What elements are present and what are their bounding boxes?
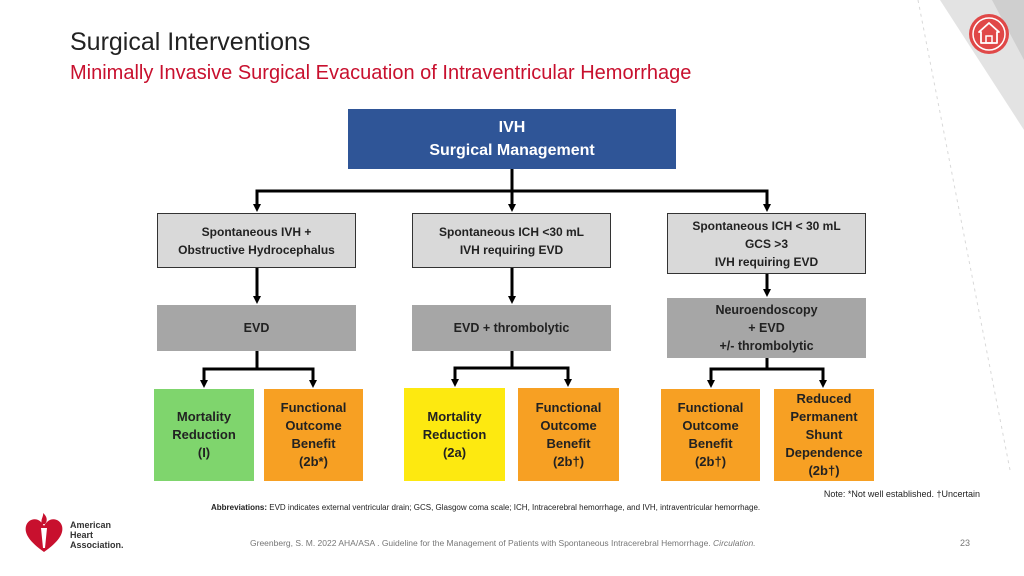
outcome-node: Reduced Permanent Shunt Dependence (2b†) xyxy=(774,389,874,481)
page-number: 23 xyxy=(960,538,971,548)
outcome-node: Mortality Reduction (I) xyxy=(154,389,254,481)
criteria-node: Spontaneous IVH + Obstructive Hydrocepha… xyxy=(157,213,356,268)
abbreviations-text: EVD indicates external ventricular drain… xyxy=(267,503,761,512)
home-icon xyxy=(978,22,1000,44)
aha-heart-torch-logo xyxy=(25,513,63,552)
outcome-node: Mortality Reduction (2a) xyxy=(404,388,505,481)
treatment-node: EVD + thrombolytic xyxy=(412,305,611,351)
citation-journal: Circulation. xyxy=(713,538,756,548)
outcome-node: Functional Outcome Benefit (2b*) xyxy=(264,389,363,481)
abbreviations: Abbreviations: EVD indicates external ve… xyxy=(211,503,760,512)
footnote: Note: *Not well established. †Uncertain xyxy=(823,489,980,499)
abbreviations-label: Abbreviations: xyxy=(211,503,268,512)
page-title: Surgical Interventions xyxy=(70,28,311,56)
root-node-ivh: IVH Surgical Management xyxy=(348,109,676,169)
home-button[interactable] xyxy=(968,13,1010,55)
aha-logo-text: American Heart Association. xyxy=(70,520,124,550)
citation-text: Greenberg, S. M. 2022 AHA/ASA . Guidelin… xyxy=(250,538,714,548)
treatment-node: EVD xyxy=(157,305,356,351)
outcome-node: Functional Outcome Benefit (2b†) xyxy=(661,389,760,481)
treatment-node: Neuroendoscopy + EVD +/- thrombolytic xyxy=(667,298,866,358)
criteria-node: Spontaneous ICH < 30 mL GCS >3 IVH requi… xyxy=(667,213,866,274)
citation: Greenberg, S. M. 2022 AHA/ASA . Guidelin… xyxy=(250,538,756,548)
outcome-node: Functional Outcome Benefit (2b†) xyxy=(518,388,619,481)
criteria-node: Spontaneous ICH <30 mL IVH requiring EVD xyxy=(412,213,611,268)
page-subtitle: Minimally Invasive Surgical Evacuation o… xyxy=(70,62,692,84)
